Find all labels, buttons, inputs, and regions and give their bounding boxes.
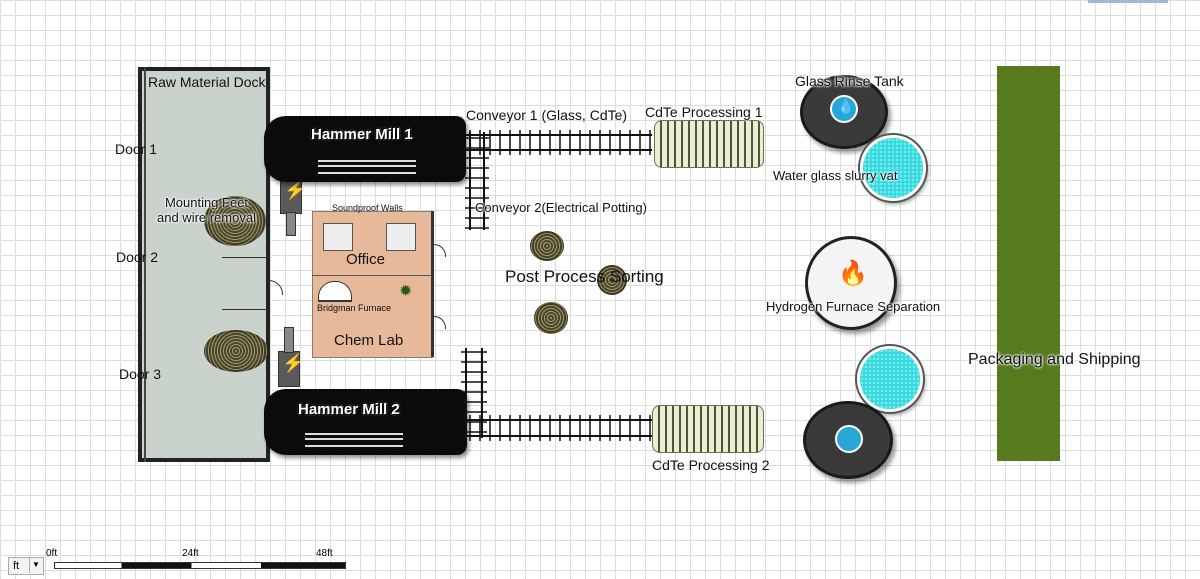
glass-rinse-tank-label: Glass Rinse Tank xyxy=(795,73,904,89)
shrub-sort-1 xyxy=(530,231,564,261)
panel-post-1 xyxy=(286,212,296,236)
scale-tick-0: 0ft xyxy=(46,548,58,559)
door-3-label: Door 3 xyxy=(119,366,162,382)
cdte-processing-2-label: CdTe Processing 2 xyxy=(652,457,770,473)
bridgman-furnace-label: Bridgman Furnace xyxy=(317,303,392,313)
scale-bar xyxy=(54,562,346,569)
conveyor-2-label: Conveyor 2(Electrical Potting) xyxy=(475,200,647,215)
door-3-line xyxy=(222,309,268,310)
slurry-vat-label: Water glass slurry vat xyxy=(773,168,898,183)
packaging-label: Packaging and Shipping xyxy=(968,351,1141,368)
door-2-label: Door 2 xyxy=(116,249,159,265)
hydrogen-furnace-label: Hydrogen Furnace Separation xyxy=(766,299,941,314)
flame-icon: 🔥 xyxy=(838,260,868,287)
lightning-icon: ⚡ xyxy=(282,353,305,373)
raw-material-dock xyxy=(138,67,270,462)
top-bar-link[interactable] xyxy=(1088,0,1168,3)
panel-post-2 xyxy=(284,327,294,353)
mounting-feet-label: Mounting Feet and wire removal xyxy=(157,195,256,225)
gear-icon: ✹ xyxy=(399,283,413,300)
cdte-processing-2 xyxy=(652,405,764,453)
unit-select-value: ft xyxy=(13,560,20,572)
conveyor-1-label: Conveyor 1 (Glass, CdTe) xyxy=(466,107,628,123)
soundproof-walls-label: Soundproof Walls xyxy=(332,203,403,213)
lightning-icon: ⚡ xyxy=(284,180,307,200)
water-drop-glyph: 💧 xyxy=(837,98,855,114)
dock-inner-wall xyxy=(144,67,146,462)
water-drop-icon xyxy=(835,425,863,453)
hammer-mill-1-label: Hammer Mill 1 xyxy=(311,126,413,143)
chem-lab-label: Chem Lab xyxy=(334,332,404,349)
hydrogen-furnace xyxy=(805,236,897,330)
hammer-mill-1 xyxy=(264,116,466,182)
door-1-label: Door 1 xyxy=(115,141,158,157)
door-2-line xyxy=(222,257,268,258)
cdte-processing-1 xyxy=(654,120,764,168)
scale-tick-48: 48ft xyxy=(316,548,333,559)
shrub-sort-2 xyxy=(597,265,627,295)
hammer-mill-2-vents xyxy=(305,433,403,447)
unit-select[interactable] xyxy=(8,557,44,575)
slurry-vat-bottom xyxy=(857,346,923,412)
water-drop-icon xyxy=(830,95,858,123)
hammer-mill-2 xyxy=(264,389,467,455)
raw-material-dock-label: Raw Material Dock xyxy=(148,74,266,90)
desk-2 xyxy=(386,223,416,251)
shrub-sort-3 xyxy=(534,302,568,334)
scale-tick-24: 24ft xyxy=(182,548,199,559)
chevron-down-icon[interactable]: ▼ xyxy=(29,557,42,573)
hammer-mill-2-label: Hammer Mill 2 xyxy=(298,401,400,418)
room-divider xyxy=(312,275,431,276)
desk-1 xyxy=(323,223,353,251)
post-process-sorting-label: Post Process Sorting xyxy=(505,267,664,286)
room-right-wall xyxy=(431,211,434,357)
hammer-mill-1-vents xyxy=(318,160,416,174)
packaging-area xyxy=(997,66,1060,461)
shrub-door3 xyxy=(204,330,268,372)
cdte-processing-1-label: CdTe Processing 1 xyxy=(645,104,763,120)
office-label: Office xyxy=(346,251,385,268)
shrub-mounting xyxy=(204,196,266,246)
slurry-vat-top xyxy=(860,135,926,201)
